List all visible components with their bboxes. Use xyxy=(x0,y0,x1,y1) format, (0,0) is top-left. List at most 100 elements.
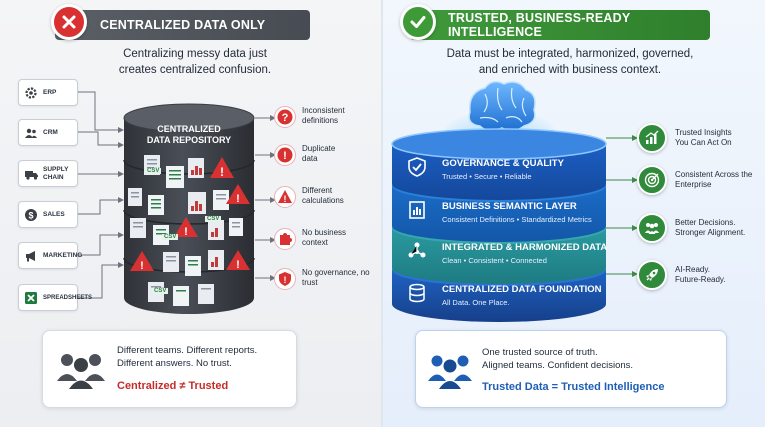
svg-text:!: ! xyxy=(284,275,287,285)
source-sales: $ SALES xyxy=(18,201,78,228)
panel-divider xyxy=(381,0,383,427)
svg-text:!: ! xyxy=(140,260,144,272)
layer-subtitle: Consistent Definitions • Standardized Me… xyxy=(442,215,592,224)
document-icon xyxy=(148,195,164,215)
document-icon xyxy=(208,250,224,270)
source-marketing: MARKETING xyxy=(18,242,82,269)
right-summary-line2: Aligned teams. Confident decisions. xyxy=(482,360,634,371)
shield-check-icon xyxy=(406,156,428,178)
question-icon: ? xyxy=(274,106,296,128)
source-label: SALES xyxy=(43,210,65,218)
network-icon xyxy=(406,240,428,262)
source-label: SUPPLY CHAIN xyxy=(43,165,69,181)
source-supply-chain: SUPPLY CHAIN xyxy=(18,160,78,187)
warning-icon xyxy=(130,251,154,271)
document-chart-icon xyxy=(406,199,428,221)
document-icon xyxy=(173,286,189,306)
layer-stack xyxy=(391,128,607,322)
svg-text:!: ! xyxy=(184,226,188,238)
right-subtitle-line2: and enriched with business context. xyxy=(478,64,662,76)
warning-icon xyxy=(174,217,198,237)
shield-warning-icon: ! xyxy=(274,268,296,290)
source-spreadsheets: SPREADSHEETS xyxy=(18,284,92,311)
csv-tag: CSV xyxy=(162,234,179,240)
issue-label: No governance, no trust xyxy=(302,268,370,287)
left-summary-tagline: Centralized ≠ Trusted xyxy=(117,380,229,392)
cylinder-contents: ! ! ! ! ! xyxy=(128,155,250,306)
document-icon xyxy=(166,166,184,188)
chart-up-icon xyxy=(637,123,667,153)
left-summary-line2: Different answers. No trust. xyxy=(117,358,232,369)
left-subtitle: Centralizing messy data just creates cen… xyxy=(95,46,295,78)
csv-tag: CSV xyxy=(152,288,169,294)
warning-icon xyxy=(226,184,250,204)
left-summary-text: Different teams. Different reports. Diff… xyxy=(117,344,257,370)
right-summary-text: One trusted source of truth. Aligned tea… xyxy=(482,346,633,372)
exclamation-icon: ! xyxy=(274,144,296,166)
document-icon xyxy=(188,192,206,214)
cylinder-label: CENTRALIZED DATA REPOSITORY xyxy=(136,124,242,146)
right-subtitle-line1: Data must be integrated, harmonized, gov… xyxy=(446,48,694,60)
right-subtitle: Data must be integrated, harmonized, gov… xyxy=(440,46,700,78)
right-banner-title: TRUSTED, BUSINESS-READY INTELLIGENCE xyxy=(448,11,631,39)
csv-tag: CSV xyxy=(145,168,162,174)
outcome-label: Better Decisions. Stronger Alignment. xyxy=(675,218,746,237)
document-icon xyxy=(198,284,214,304)
right-summary-tagline: Trusted Data = Trusted Intelligence xyxy=(482,381,665,393)
excel-icon xyxy=(23,290,39,306)
document-icon xyxy=(128,188,142,206)
left-summary-box: Different teams. Different reports. Diff… xyxy=(42,330,297,408)
svg-text:!: ! xyxy=(236,259,240,271)
left-banner: CENTRALIZED DATA ONLY xyxy=(55,10,310,40)
document-icon xyxy=(229,218,243,236)
source-erp: ERP xyxy=(18,79,78,106)
issue-different-calculations: ! Different calculations xyxy=(274,186,358,208)
issue-no-business-context: No business context xyxy=(274,228,354,250)
document-icon xyxy=(208,220,224,240)
team-icon xyxy=(637,213,667,243)
left-subtitle-line2: creates centralized confusion. xyxy=(118,64,272,76)
issue-label: No business context xyxy=(302,228,347,247)
outcome-label: Trusted Insights You Can Act On xyxy=(675,128,732,147)
target-icon xyxy=(637,165,667,195)
issue-label: Different calculations xyxy=(302,186,344,205)
layer-title: BUSINESS SEMANTIC LAYER xyxy=(442,201,577,212)
database-icon xyxy=(406,282,428,304)
issue-inconsistent-definitions: ? Inconsistent definitions xyxy=(274,106,374,128)
right-summary-box: One trusted source of truth. Aligned tea… xyxy=(415,330,727,408)
left-subtitle-line1: Centralizing messy data just xyxy=(123,48,267,60)
outcome-better-decisions: Better Decisions. Stronger Alignment. xyxy=(637,213,755,243)
right-summary-line1: One trusted source of truth. xyxy=(482,347,598,358)
source-label: SPREADSHEETS xyxy=(43,294,93,301)
people-icon xyxy=(23,125,39,141)
source-label: MARKETING xyxy=(43,251,83,259)
csv-tag: CSV xyxy=(205,216,222,222)
layer-title: INTEGRATED & HARMONIZED DATA xyxy=(442,242,608,253)
svg-text:!: ! xyxy=(220,165,224,179)
left-summary-line1: Different teams. Different reports. xyxy=(117,345,258,356)
svg-text:?: ? xyxy=(282,112,289,124)
document-icon xyxy=(213,190,229,210)
left-banner-title: CENTRALIZED DATA ONLY xyxy=(100,18,266,32)
right-banner: TRUSTED, BUSINESS-READY INTELLIGENCE xyxy=(410,10,710,40)
outcome-label: AI-Ready. Future-Ready. xyxy=(675,265,726,284)
document-icon xyxy=(130,218,146,238)
truck-icon xyxy=(23,166,39,182)
issue-no-governance: ! No governance, no trust xyxy=(274,268,370,290)
document-icon xyxy=(153,225,169,245)
cylinder-label-line1: CENTRALIZED xyxy=(157,124,221,134)
people-group-icon xyxy=(428,355,472,389)
warning-icon xyxy=(210,157,234,178)
megaphone-icon xyxy=(23,248,39,264)
document-icon xyxy=(185,256,201,276)
document-icon xyxy=(188,158,204,178)
left-connectors xyxy=(78,91,276,299)
right-connectors xyxy=(606,135,638,277)
layer-subtitle: All Data. One Place. xyxy=(442,298,510,307)
puzzle-icon xyxy=(274,228,296,250)
document-icon xyxy=(163,252,179,272)
issue-duplicate-data: ! Duplicate data xyxy=(274,144,342,166)
layer-title: GOVERNANCE & QUALITY xyxy=(442,158,564,169)
x-icon xyxy=(51,4,87,40)
source-label: CRM xyxy=(43,128,58,136)
